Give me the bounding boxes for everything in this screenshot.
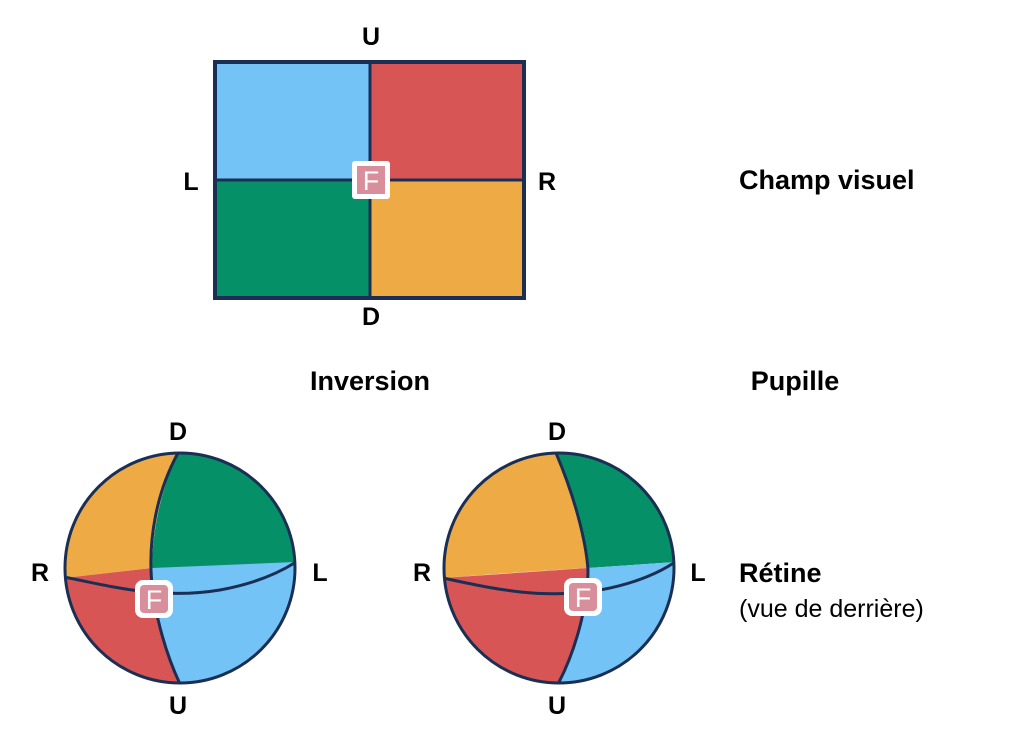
visual-field-quadrant-upper-right [370, 62, 524, 180]
fixation-marker-fill [357, 166, 385, 194]
retina-left-horizontal-meridian [65, 560, 295, 595]
fixation-marker-letter: F [363, 166, 380, 196]
visual-field-label-right: R [538, 168, 556, 196]
visual-field-label-up: U [362, 23, 380, 51]
retina-right-outline [442, 451, 676, 685]
retina-right-label-right: R [413, 559, 431, 587]
visual-field-border [213, 60, 526, 300]
fixation-marker-fill [569, 583, 597, 611]
retina-right-vertical-meridian [554, 453, 590, 683]
retina-left-fixation-marker: F [135, 580, 173, 618]
retina-right-fixation-marker: F [564, 578, 602, 616]
retina-left-label-left: L [312, 559, 327, 587]
retina-right-label-up: U [548, 692, 566, 720]
retina-left-label-down: D [169, 418, 187, 446]
visual-field-label-left: L [183, 168, 198, 196]
retina-right-label-down: D [548, 418, 566, 446]
pupil-title: Pupille [751, 366, 840, 396]
retina-caption: Rétine [739, 558, 822, 588]
fixation-marker-letter: F [575, 583, 592, 613]
retina-left-label-up: U [169, 692, 187, 720]
retina-right-label-left: L [690, 559, 705, 587]
visual-field-caption: Champ visuel [739, 165, 915, 195]
retina-caption-subtitle: (vue de derrière) [739, 595, 924, 623]
fixation-marker-fill [140, 585, 168, 613]
retina-left-label-right: R [31, 559, 49, 587]
fixation-marker-letter: F [146, 585, 163, 615]
visual-field-quadrant-upper-left [215, 62, 370, 180]
visual-field-quadrant-lower-right [370, 180, 524, 298]
visual-field-quadrant-lower-left [215, 180, 370, 298]
visual-field-group: F U D L R [183, 23, 556, 331]
retina-left-outline [63, 451, 297, 685]
retina-left-vertical-meridian [149, 453, 182, 683]
inversion-title: Inversion [310, 366, 430, 396]
visual-field-label-down: D [362, 303, 380, 331]
visual-field-fixation-marker: F [352, 161, 390, 199]
